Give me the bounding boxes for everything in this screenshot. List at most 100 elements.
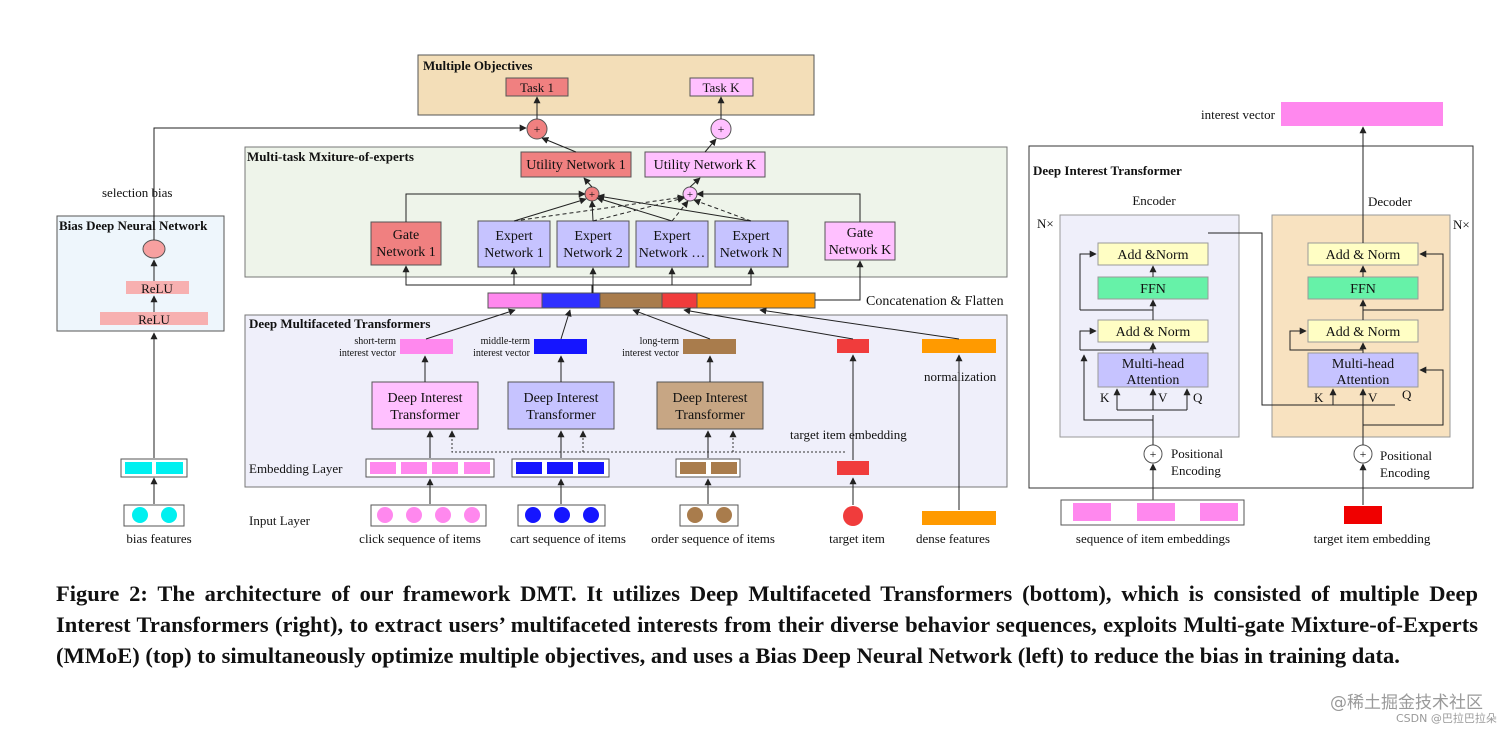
expert-network-n-line1: Expert <box>732 229 769 244</box>
dit-long <box>656 381 764 430</box>
decoder-add-norm-2-label: Add & Norm <box>1326 248 1401 263</box>
expert-network-2-line1: Expert <box>574 229 611 244</box>
expert-network-ellipsis-line1: Expert <box>653 229 690 244</box>
long-term-vector <box>683 339 736 354</box>
decoder-add-norm-1-label: Add & Norm <box>1326 325 1401 340</box>
watermark-juejin: @稀土掘金技术社区 <box>1330 693 1483 713</box>
encoder-k: K <box>1100 390 1110 405</box>
concat-label: Concatenation & Flatten <box>866 294 1004 309</box>
seq-embeddings-label: sequence of item embeddings <box>1076 531 1230 546</box>
plus-symbol: + <box>1150 447 1157 461</box>
target-embedding-input <box>1344 506 1382 524</box>
utility-network-k-label: Utility Network K <box>654 158 757 173</box>
taskK-label: Task K <box>702 80 740 95</box>
dmt-connections <box>421 307 963 510</box>
decoder-mha-line1: Multi-head <box>1332 357 1394 372</box>
utility-network-k <box>644 151 766 178</box>
concat-bar: Concatenation & Flatten <box>487 292 1004 309</box>
expert-network-ellipsis-line2: Network … <box>639 246 706 261</box>
embedding-layer-label: Embedding Layer <box>249 461 343 476</box>
encoder-positional-line2: Encoding <box>1171 463 1221 478</box>
encoder-mha <box>1097 352 1209 388</box>
target-embedding-label: target item embedding <box>1314 531 1431 546</box>
relu-label-1: ReLU <box>141 281 173 296</box>
encoder-positional-line1: Positional <box>1171 446 1223 461</box>
mmoe-panel: Multi-task Mxiture-of-experts Utility Ne… <box>244 146 1008 278</box>
plus-symbol: + <box>687 189 693 201</box>
gate-network-1-line1: Gate <box>393 228 419 243</box>
concat-connections <box>402 260 864 301</box>
expert-network-n <box>714 220 789 268</box>
plus-symbol: + <box>718 122 725 136</box>
gate-network-1 <box>370 221 442 266</box>
expert-network-1-line1: Expert <box>495 229 532 244</box>
bias-output-node <box>142 239 166 259</box>
decoder-v: V <box>1368 390 1378 405</box>
interest-vector <box>1281 102 1443 126</box>
click-embedding <box>365 458 495 478</box>
utility-network-1 <box>520 151 632 178</box>
input-layer-label: Input Layer <box>249 513 311 528</box>
encoder-add-norm-2 <box>1097 242 1209 266</box>
gate-network-k <box>824 221 896 261</box>
middle-term-label-1: middle-term <box>481 336 531 347</box>
target-dotted-connections <box>448 430 845 453</box>
encoder-mha-line2: Attention <box>1127 373 1180 388</box>
selection-bias-label: selection bias <box>102 185 172 200</box>
bias-features-label: bias features <box>126 531 191 546</box>
bias-features-input <box>123 504 185 527</box>
dit-middle-line2: Transformer <box>526 408 596 423</box>
short-term-label-1: short-term <box>354 336 396 347</box>
mmoe-connections <box>405 137 861 222</box>
task1-box <box>505 77 569 97</box>
decoder-mha <box>1307 352 1419 388</box>
middle-term-label-2: interest vector <box>473 348 531 359</box>
dense-vector <box>922 339 996 353</box>
encoder-ffn-label: FFN <box>1140 282 1166 297</box>
target-item-vector <box>837 339 869 353</box>
short-term-vector <box>400 339 453 354</box>
order-sequence-input <box>679 504 739 527</box>
bias-network-title: Bias Deep Neural Network <box>59 218 208 233</box>
dit-panel-title: Deep Interest Transformer <box>1033 163 1182 178</box>
expert-network-ellipsis <box>635 220 709 268</box>
expert-network-n-line2: Network N <box>720 246 783 261</box>
bias-connections <box>150 124 527 504</box>
target-item-embedding <box>837 461 869 475</box>
deep-interest-transformer-panel: Deep Interest Transformer Encoder Decode… <box>1028 145 1474 489</box>
relu-layer-1 <box>126 281 189 294</box>
dit-long-line2: Transformer <box>675 408 745 423</box>
dit-short-line2: Transformer <box>390 408 460 423</box>
encoder-nx: N× <box>1037 216 1054 231</box>
interest-vector-label: interest vector <box>1201 107 1276 122</box>
decoder-k: K <box>1314 390 1324 405</box>
long-term-label-2: interest vector <box>622 348 680 359</box>
dit-short-line1: Deep Interest <box>387 391 462 406</box>
decoder-positional-line1: Positional <box>1380 448 1432 463</box>
multiple-objectives-panel: Multiple Objectives Task 1 Task K <box>417 54 815 116</box>
expert-network-1-line2: Network 1 <box>484 246 544 261</box>
bias-embedding <box>120 458 188 478</box>
encoder-add-norm-2-label: Add &Norm <box>1117 248 1188 263</box>
dense-features-input <box>922 511 996 525</box>
encoder-v: V <box>1158 390 1168 405</box>
utility-network-1-label: Utility Network 1 <box>526 158 626 173</box>
decoder-label: Decoder <box>1368 194 1413 209</box>
click-sequence-label: click sequence of items <box>359 531 481 546</box>
gate-network-1-line2: Network 1 <box>376 245 436 260</box>
dit-middle-line1: Deep Interest <box>523 391 598 406</box>
expert-network-2-line2: Network 2 <box>563 246 623 261</box>
encoder-q: Q <box>1193 390 1203 405</box>
plus-symbol: + <box>534 122 541 136</box>
figure-caption: Figure 2: The architecture of our framew… <box>56 581 1478 668</box>
relu-label-2: ReLU <box>138 312 170 327</box>
dmt-title: Deep Multifaceted Transformers <box>249 316 430 331</box>
plus-symbol: + <box>1360 447 1367 461</box>
dense-features-label: dense features <box>916 531 990 546</box>
cart-sequence-label: cart sequence of items <box>510 531 626 546</box>
cart-sequence-input <box>517 504 606 527</box>
relu-layer-2 <box>100 312 208 325</box>
dit-short <box>371 381 479 430</box>
decoder-positional-line2: Encoding <box>1380 465 1430 480</box>
dmt-architecture-diagram: Multiple Objectives Task 1 Task K + + Mu… <box>56 54 1474 546</box>
